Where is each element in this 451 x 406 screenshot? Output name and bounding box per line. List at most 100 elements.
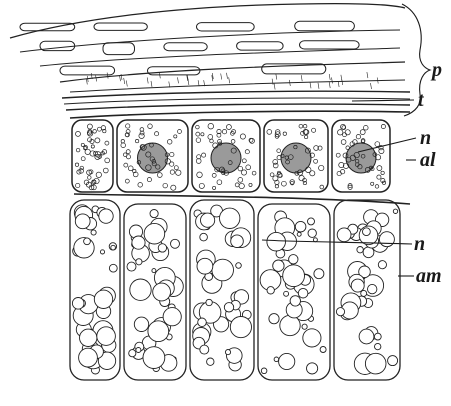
aleurone-grain	[125, 133, 129, 137]
pericarp-hatch	[332, 77, 333, 83]
aleurone-grain	[336, 153, 340, 157]
aleurone-grain	[346, 146, 350, 150]
aleurone-grain	[240, 134, 245, 139]
starch-grain	[368, 284, 377, 293]
aleurone-grain	[103, 168, 108, 173]
aleurone-grain	[87, 124, 92, 129]
pericarp-hatch	[147, 77, 148, 83]
starch-grain	[307, 363, 318, 374]
aleurone-grain	[360, 130, 365, 135]
aleurone-grain	[242, 159, 246, 163]
aleurone-grain	[375, 142, 380, 147]
starch-grain	[198, 318, 207, 327]
aleurone-grain	[174, 166, 178, 170]
starch-grain	[388, 356, 398, 366]
aleurone-grain	[148, 124, 153, 129]
aleurone-grain	[147, 178, 151, 182]
aleurone-grain	[381, 171, 384, 174]
starch-grain	[314, 269, 324, 279]
starch-grain	[298, 288, 308, 298]
starch-grain	[163, 308, 181, 326]
label-am: am	[416, 265, 442, 287]
aleurone-grain	[304, 135, 307, 138]
starch-grain	[336, 308, 344, 316]
aleurone-grain	[126, 150, 130, 154]
aleurone-grain	[210, 139, 214, 143]
starch-grain	[363, 228, 371, 236]
aleurone-grain	[299, 124, 303, 128]
aleurone-grain	[338, 130, 343, 135]
pericarp-cell	[300, 41, 360, 49]
aleurone-grain	[126, 124, 130, 128]
starch-grain	[100, 250, 104, 254]
aleurone-grain	[196, 132, 200, 136]
starch-grain	[365, 353, 386, 374]
aleurone-grain	[341, 140, 346, 145]
aleurone-grain	[95, 138, 100, 143]
starch-grain	[267, 287, 274, 294]
aleurone-grain	[128, 166, 133, 171]
cell-nucleus	[281, 143, 311, 173]
aleurone-grain	[345, 130, 350, 135]
starch-grain	[274, 357, 279, 362]
starch-grain	[289, 255, 298, 264]
starch-grain	[72, 298, 84, 310]
aleurone-grain	[249, 183, 252, 186]
aleurone-grain	[238, 166, 243, 171]
starch-grain	[201, 213, 215, 227]
aleurone-grain	[246, 165, 251, 170]
pericarp-hatch	[276, 74, 277, 80]
aleurone-grain	[171, 185, 176, 190]
starch-grain	[230, 317, 251, 338]
starch-grain	[351, 279, 364, 292]
aleurone-grain	[275, 185, 278, 188]
aleurone-grain	[208, 123, 214, 129]
starch-grain	[132, 236, 145, 249]
starch-grain	[269, 314, 279, 324]
starch-grain	[148, 321, 169, 342]
aleurone-grain	[94, 178, 99, 183]
starch-grain	[303, 329, 321, 347]
aleurone-grain	[170, 170, 174, 174]
aleurone-grain	[241, 170, 246, 175]
starch-grain	[134, 317, 148, 331]
starch-grain	[220, 208, 240, 228]
starch-grain	[320, 347, 326, 353]
aleurone-grain	[314, 159, 318, 163]
pericarp-hatch	[120, 75, 121, 81]
starch-grain	[109, 264, 117, 272]
aleurone-grain	[319, 165, 324, 170]
label-n-lower: n	[414, 233, 425, 255]
label-n-upper: n	[420, 127, 431, 149]
aleurone-grain	[126, 155, 130, 159]
pericarp-cell	[94, 23, 147, 30]
starch-grain	[236, 263, 242, 269]
aleurone-grain	[202, 153, 206, 157]
aleurone-grain	[76, 131, 81, 136]
pericarp-hatch	[274, 84, 275, 90]
starch-grain	[206, 299, 212, 305]
pericarp-cell	[197, 23, 255, 31]
aleurone-grain	[124, 163, 128, 167]
starch-grain	[378, 261, 386, 269]
aleurone-grain	[364, 125, 369, 130]
aleurone-grain	[170, 152, 174, 156]
starch-grain	[130, 279, 151, 300]
pericarp-hatch	[221, 74, 222, 80]
starch-grain	[127, 262, 136, 271]
aleurone-grain	[273, 176, 278, 181]
aleurone-grain	[91, 145, 94, 148]
starch-grain	[379, 232, 394, 247]
aleurone-grain	[238, 178, 243, 183]
aleurone-grain	[303, 124, 307, 128]
pericarp-hatch	[272, 79, 273, 85]
starch-grain	[284, 291, 289, 296]
aleurone-grain	[356, 135, 360, 139]
aleurone-grain	[282, 181, 287, 186]
starch-grain	[200, 345, 209, 354]
starch-grain	[84, 238, 91, 245]
aleurone-grain	[88, 176, 92, 180]
aleurone-grain	[277, 149, 281, 153]
pericarp-cell	[237, 42, 284, 50]
